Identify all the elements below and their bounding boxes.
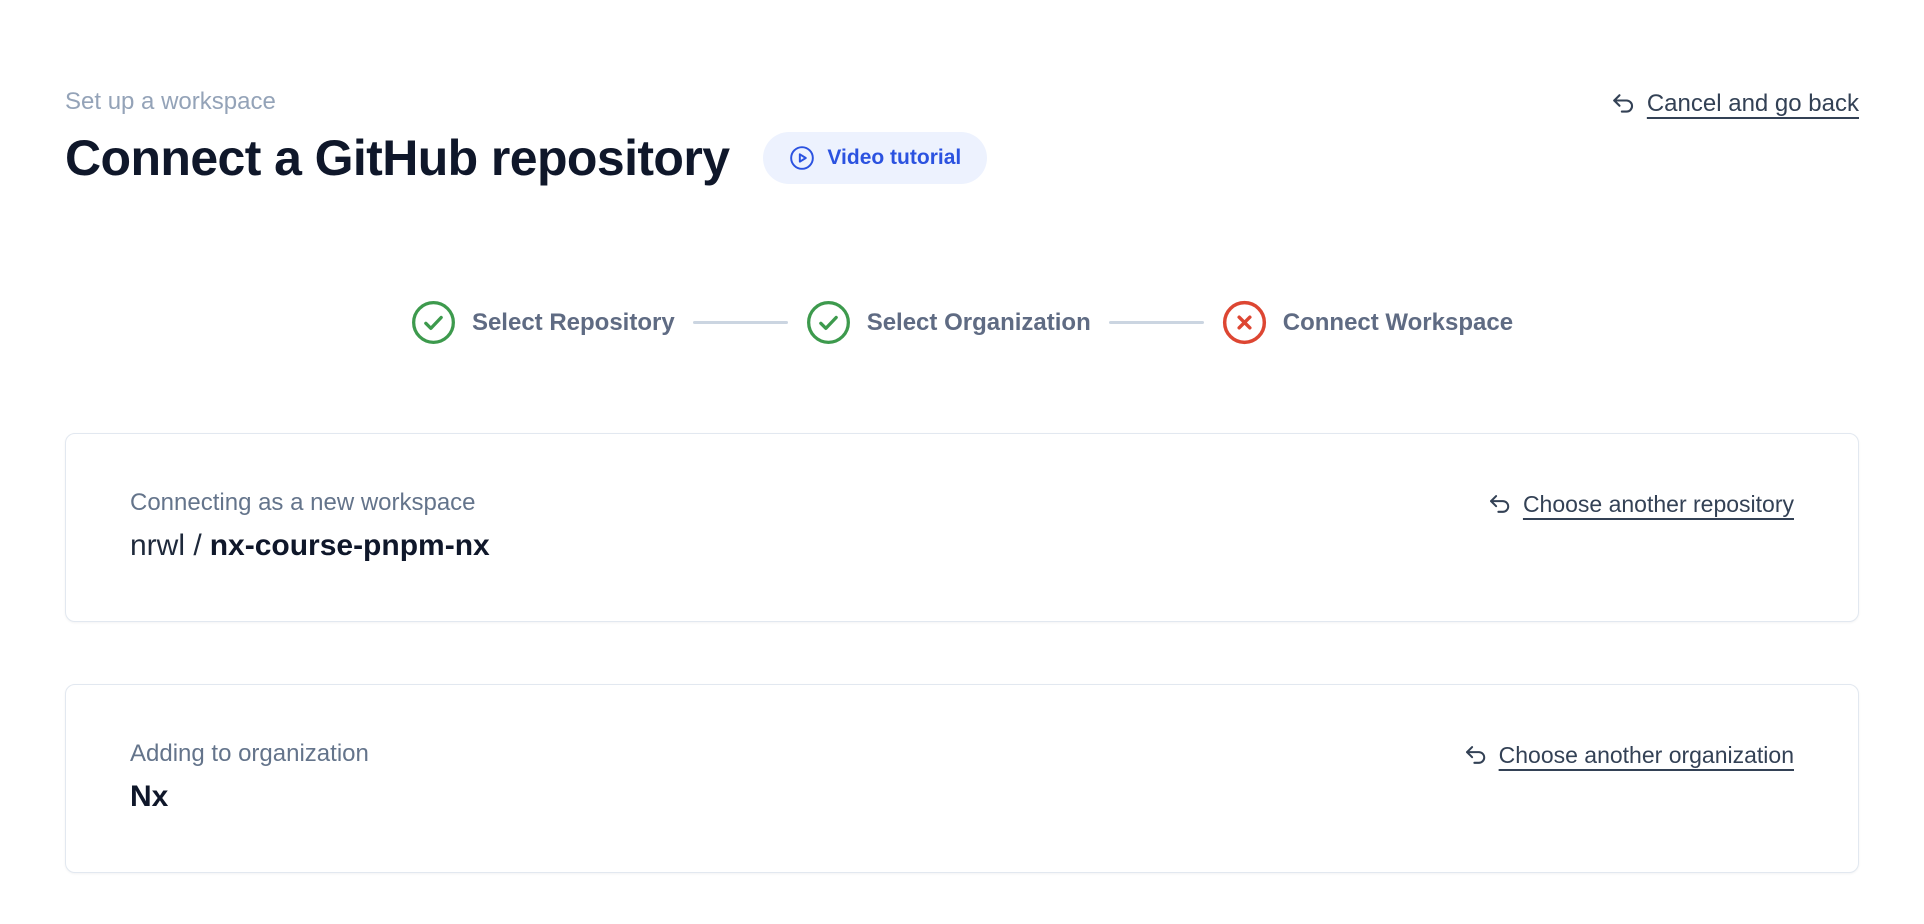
check-circle-icon [411,300,456,345]
undo-arrow-icon [1609,90,1637,118]
undo-arrow-icon [1462,742,1489,769]
repository-owner: nrwl / [130,529,202,562]
choose-another-repository-label: Choose another repository [1522,491,1794,517]
play-circle-icon [789,145,815,171]
page-header: Set up a workspace Connect a GitHub repo… [65,88,1859,188]
step-connect-workspace: Connect Workspace [1222,300,1513,345]
undo-arrow-icon [1486,491,1513,518]
step-label-connect-workspace: Connect Workspace [1282,308,1514,336]
organization-card-info: Adding to organization Nx [130,739,369,816]
organization-card: Adding to organization Nx Choose another… [65,684,1859,873]
repository-name: nx-course-pnpm-nx [209,529,490,562]
choose-another-repository-link[interactable]: Choose another repository [1486,491,1794,518]
repository-full-name: nrwl /nx-course-pnpm-nx [130,527,490,565]
repository-card-info: Connecting as a new workspace nrwl /nx-c… [130,488,490,565]
header-left: Set up a workspace Connect a GitHub repo… [65,88,988,188]
page-title: Connect a GitHub repository [65,130,730,186]
choose-another-organization-link[interactable]: Choose another organization [1462,742,1794,769]
x-circle-icon [1222,300,1267,345]
title-row: Connect a GitHub repository Video tutori… [65,128,988,188]
choose-another-organization-label: Choose another organization [1498,742,1794,768]
stepper-connector [692,321,788,324]
step-select-repository: Select Repository [411,300,675,345]
repository-card-label: Connecting as a new workspace [130,489,476,516]
setup-workspace-page: Set up a workspace Connect a GitHub repo… [65,0,1859,873]
setup-stepper: Select Repository Select Organization [65,300,1859,345]
step-select-organization: Select Organization [806,300,1091,345]
step-label-select-organization: Select Organization [866,308,1091,336]
check-circle-icon [806,300,851,345]
cancel-and-go-back-label: Cancel and go back [1646,90,1859,117]
video-tutorial-button[interactable]: Video tutorial [763,132,988,184]
organization-name: Nx [130,780,169,813]
cancel-and-go-back-link[interactable]: Cancel and go back [1609,90,1859,118]
step-label-select-repository: Select Repository [471,308,675,336]
video-tutorial-label: Video tutorial [827,146,962,169]
stepper-connector [1108,321,1204,324]
repository-card: Connecting as a new workspace nrwl /nx-c… [65,433,1859,622]
organization-card-label: Adding to organization [130,740,369,767]
page-eyebrow: Set up a workspace [65,88,276,115]
